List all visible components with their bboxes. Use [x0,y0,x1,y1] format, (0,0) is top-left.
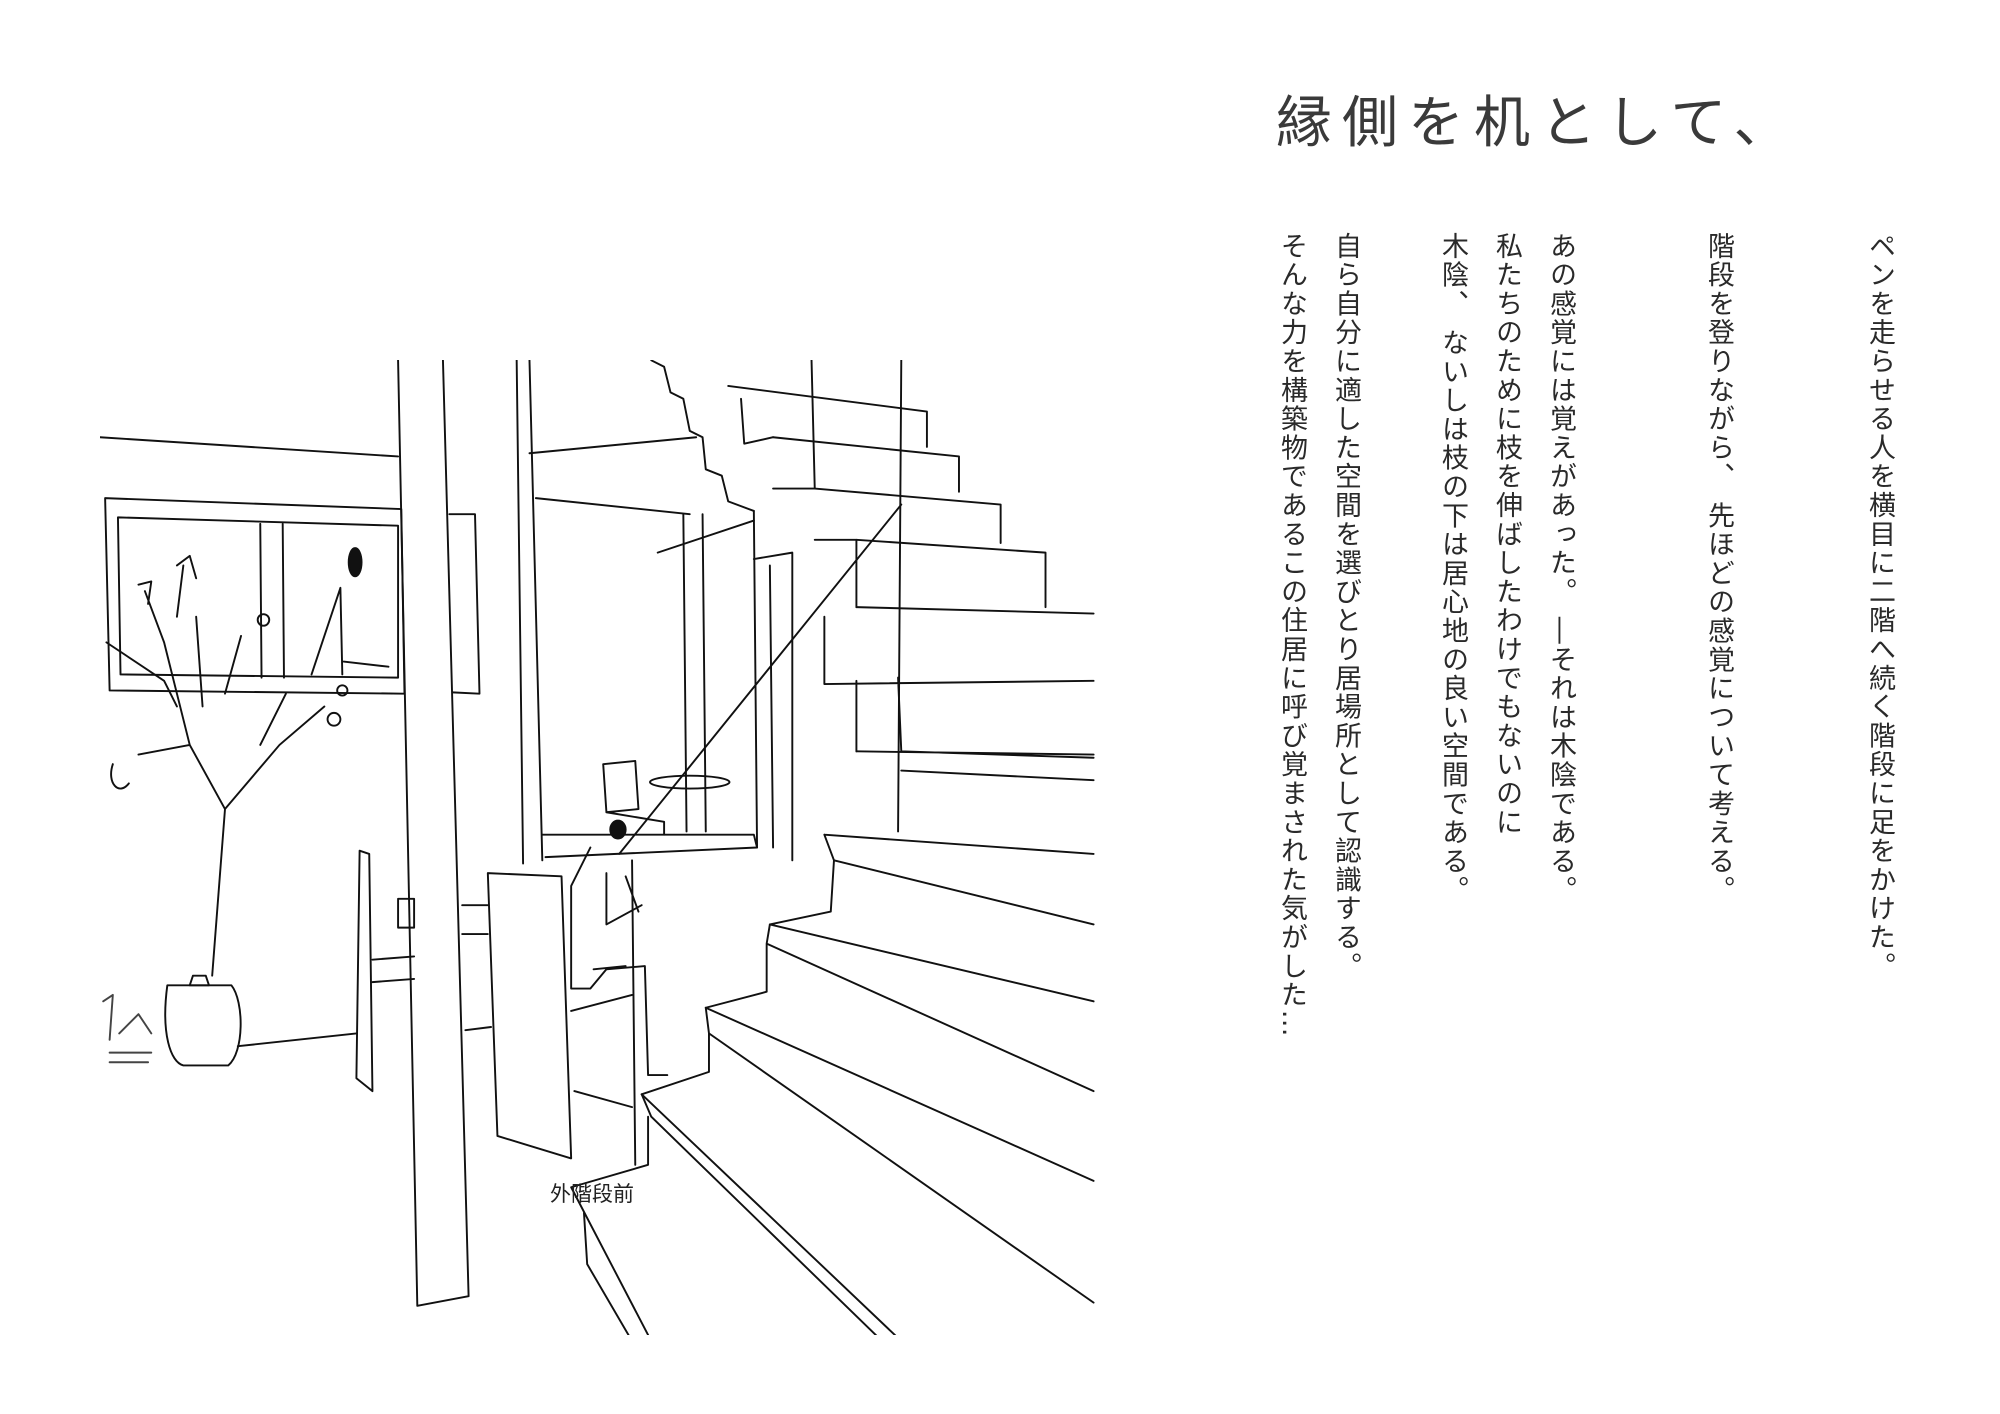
body-text-column: 私たちのために枝を伸ばしたわけでもないのに [1491,232,1522,837]
body-text-column: 階段を登りながら、 先ほどの感覚について考える。 [1703,232,1734,905]
body-text-column: ペンを走らせる人を横目に二階へ続く階段に足をかけた。 [1864,232,1895,981]
body-text-column: そんな力を構築物であるこの住居に呼び覚まされた気がした… [1276,232,1307,1039]
stair-sketch-illustration [99,359,1100,1343]
body-text-column: あの感覚には覚えがあった。 ―それは木陰である。 [1545,232,1576,905]
body-text-column: 自ら自分に適した空間を選びとり居場所として認識する。 [1330,232,1361,981]
illustration-caption: 外階段前 [550,1182,634,1206]
page-title: 縁側を机として、 [1276,91,1800,156]
body-text-column: 木陰、 ないしは枝の下は居心地の良い空間である。 [1437,232,1468,905]
